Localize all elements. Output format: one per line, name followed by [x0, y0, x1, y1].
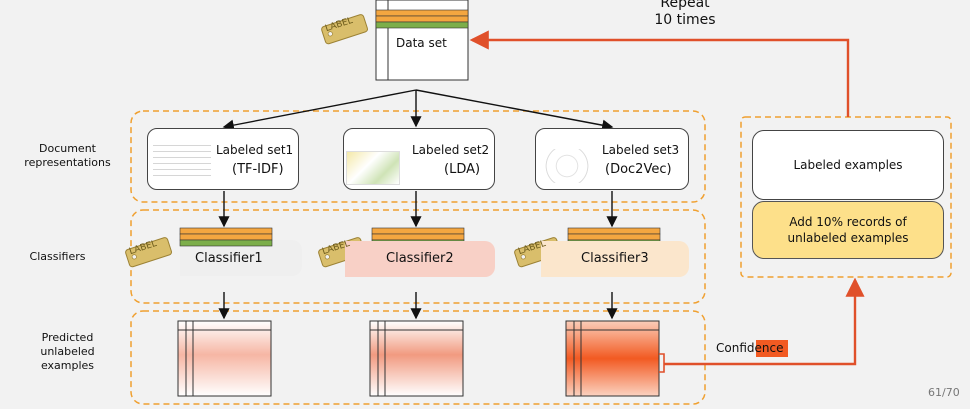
lda-thumbnail: [346, 151, 400, 185]
classifier3-name: Classifier3: [581, 251, 649, 266]
classifier2-pill: [345, 241, 495, 277]
row-label-pred-line3: examples: [40, 359, 95, 372]
confidence-label: Confidence: [716, 341, 784, 355]
labeled-set-1-title: Labeled set1: [216, 143, 294, 157]
group-right-panel: [740, 116, 952, 278]
labeled-set-3-method: (Doc2Vec): [605, 162, 672, 177]
add-records-box: Add 10% records of unlabeled examples: [752, 201, 944, 259]
data-set-label: Data set: [396, 36, 447, 50]
labeled-set-3: Labeled set3 (Doc2Vec): [535, 128, 689, 190]
row-label-doc-representations: Document representations: [10, 142, 125, 170]
row-label-predicted: Predicted unlabeled examples: [10, 331, 125, 373]
labeled-set-2-title: Labeled set2: [412, 143, 490, 157]
doc2vec-thumbnail: [538, 149, 596, 183]
group-classifiers: [130, 209, 706, 304]
labeled-examples-box: Labeled examples: [752, 130, 944, 200]
classifier1-name: Classifier1: [195, 251, 263, 266]
classifier1-label-tag: [125, 237, 172, 268]
labeled-set-2-method: (LDA): [444, 162, 481, 177]
labeled-set-1-method: (TF-IDF): [232, 162, 284, 177]
predicted-table-2: [369, 320, 464, 397]
row-label-doc-line1: Document: [39, 142, 96, 155]
predicted-table-1: [177, 320, 272, 397]
confidence-highlight: [756, 340, 788, 357]
repeat-label: Repeat 10 times: [640, 0, 730, 29]
confidence-bracket: [659, 353, 665, 373]
add-records-line1: Add 10% records of: [789, 215, 907, 229]
page-number: 61/70: [928, 386, 960, 399]
labeled-set-3-title: Labeled set3: [602, 143, 680, 157]
add-records-line2: unlabeled examples: [787, 231, 909, 245]
row-label-classifiers: Classifiers: [29, 250, 86, 263]
labeled-set-2: Labeled set2 (LDA): [343, 128, 495, 190]
labeled-examples-text: Labeled examples: [793, 158, 903, 172]
row-label-pred-line2: unlabeled: [40, 345, 95, 358]
repeat-line2: 10 times: [654, 12, 716, 28]
repeat-line1: Repeat: [660, 0, 710, 11]
classifier2-name: Classifier2: [386, 251, 454, 266]
classifier1-stripes: [179, 227, 273, 247]
labeled-set-1: Labeled set1 (TF-IDF): [147, 128, 299, 190]
group-doc-representations: [130, 110, 706, 203]
confidence-arrow: [664, 277, 865, 366]
predicted-table-3: [565, 320, 660, 397]
tfidf-thumbnail: [153, 145, 211, 181]
repeat-arrow: [469, 30, 850, 117]
data-set-label-tag: [321, 14, 368, 45]
row-label-pred-line1: Predicted: [41, 331, 94, 344]
classifier3-pill: [541, 241, 689, 277]
row-label-doc-line2: representations: [24, 156, 111, 169]
